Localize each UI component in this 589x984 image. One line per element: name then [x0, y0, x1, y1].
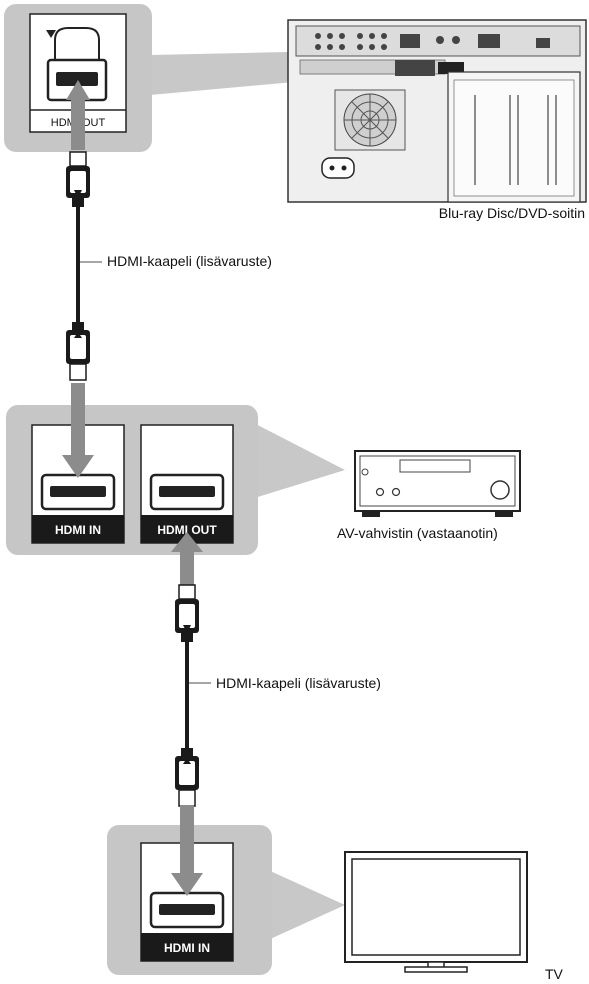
- hdmi-cable-top: [66, 151, 102, 381]
- player-label: Blu-ray Disc/DVD-soitin: [439, 205, 585, 221]
- tv-label: TV: [545, 966, 564, 982]
- tv-hdmi-in-port: HDMI IN: [140, 842, 234, 962]
- amplifier-label: AV-vahvistin (vastaanotin): [337, 525, 498, 541]
- cable-top-label: HDMI-kaapeli (lisävaruste): [107, 253, 272, 269]
- amp-out-label: HDMI OUT: [157, 523, 217, 537]
- av-receiver-icon: [354, 450, 521, 517]
- hdmi-plug-icon: [66, 151, 90, 207]
- amp-callout: HDMI IN HDMI OUT: [6, 383, 345, 588]
- amp-hdmi-out-port: HDMI OUT: [140, 424, 234, 544]
- hdmi-plug-icon: [66, 322, 90, 381]
- fan-icon: [334, 89, 406, 151]
- tv-callout: HDMI IN: [107, 805, 345, 975]
- hdmi-cable-bottom: [175, 584, 211, 807]
- bluray-player: [287, 19, 587, 203]
- hdmi-plug-icon: [175, 584, 199, 642]
- hdmi-port-icon: [46, 27, 108, 102]
- power-socket-icon: [321, 157, 355, 179]
- amp-hdmi-in-port: HDMI IN: [31, 424, 125, 544]
- tv-in-label: HDMI IN: [164, 941, 210, 955]
- cable-bottom-label: HDMI-kaapeli (lisävaruste): [216, 675, 381, 691]
- hdmi-plug-icon: [175, 748, 199, 807]
- amp-in-label: HDMI IN: [55, 523, 101, 537]
- tv-icon: [344, 851, 528, 973]
